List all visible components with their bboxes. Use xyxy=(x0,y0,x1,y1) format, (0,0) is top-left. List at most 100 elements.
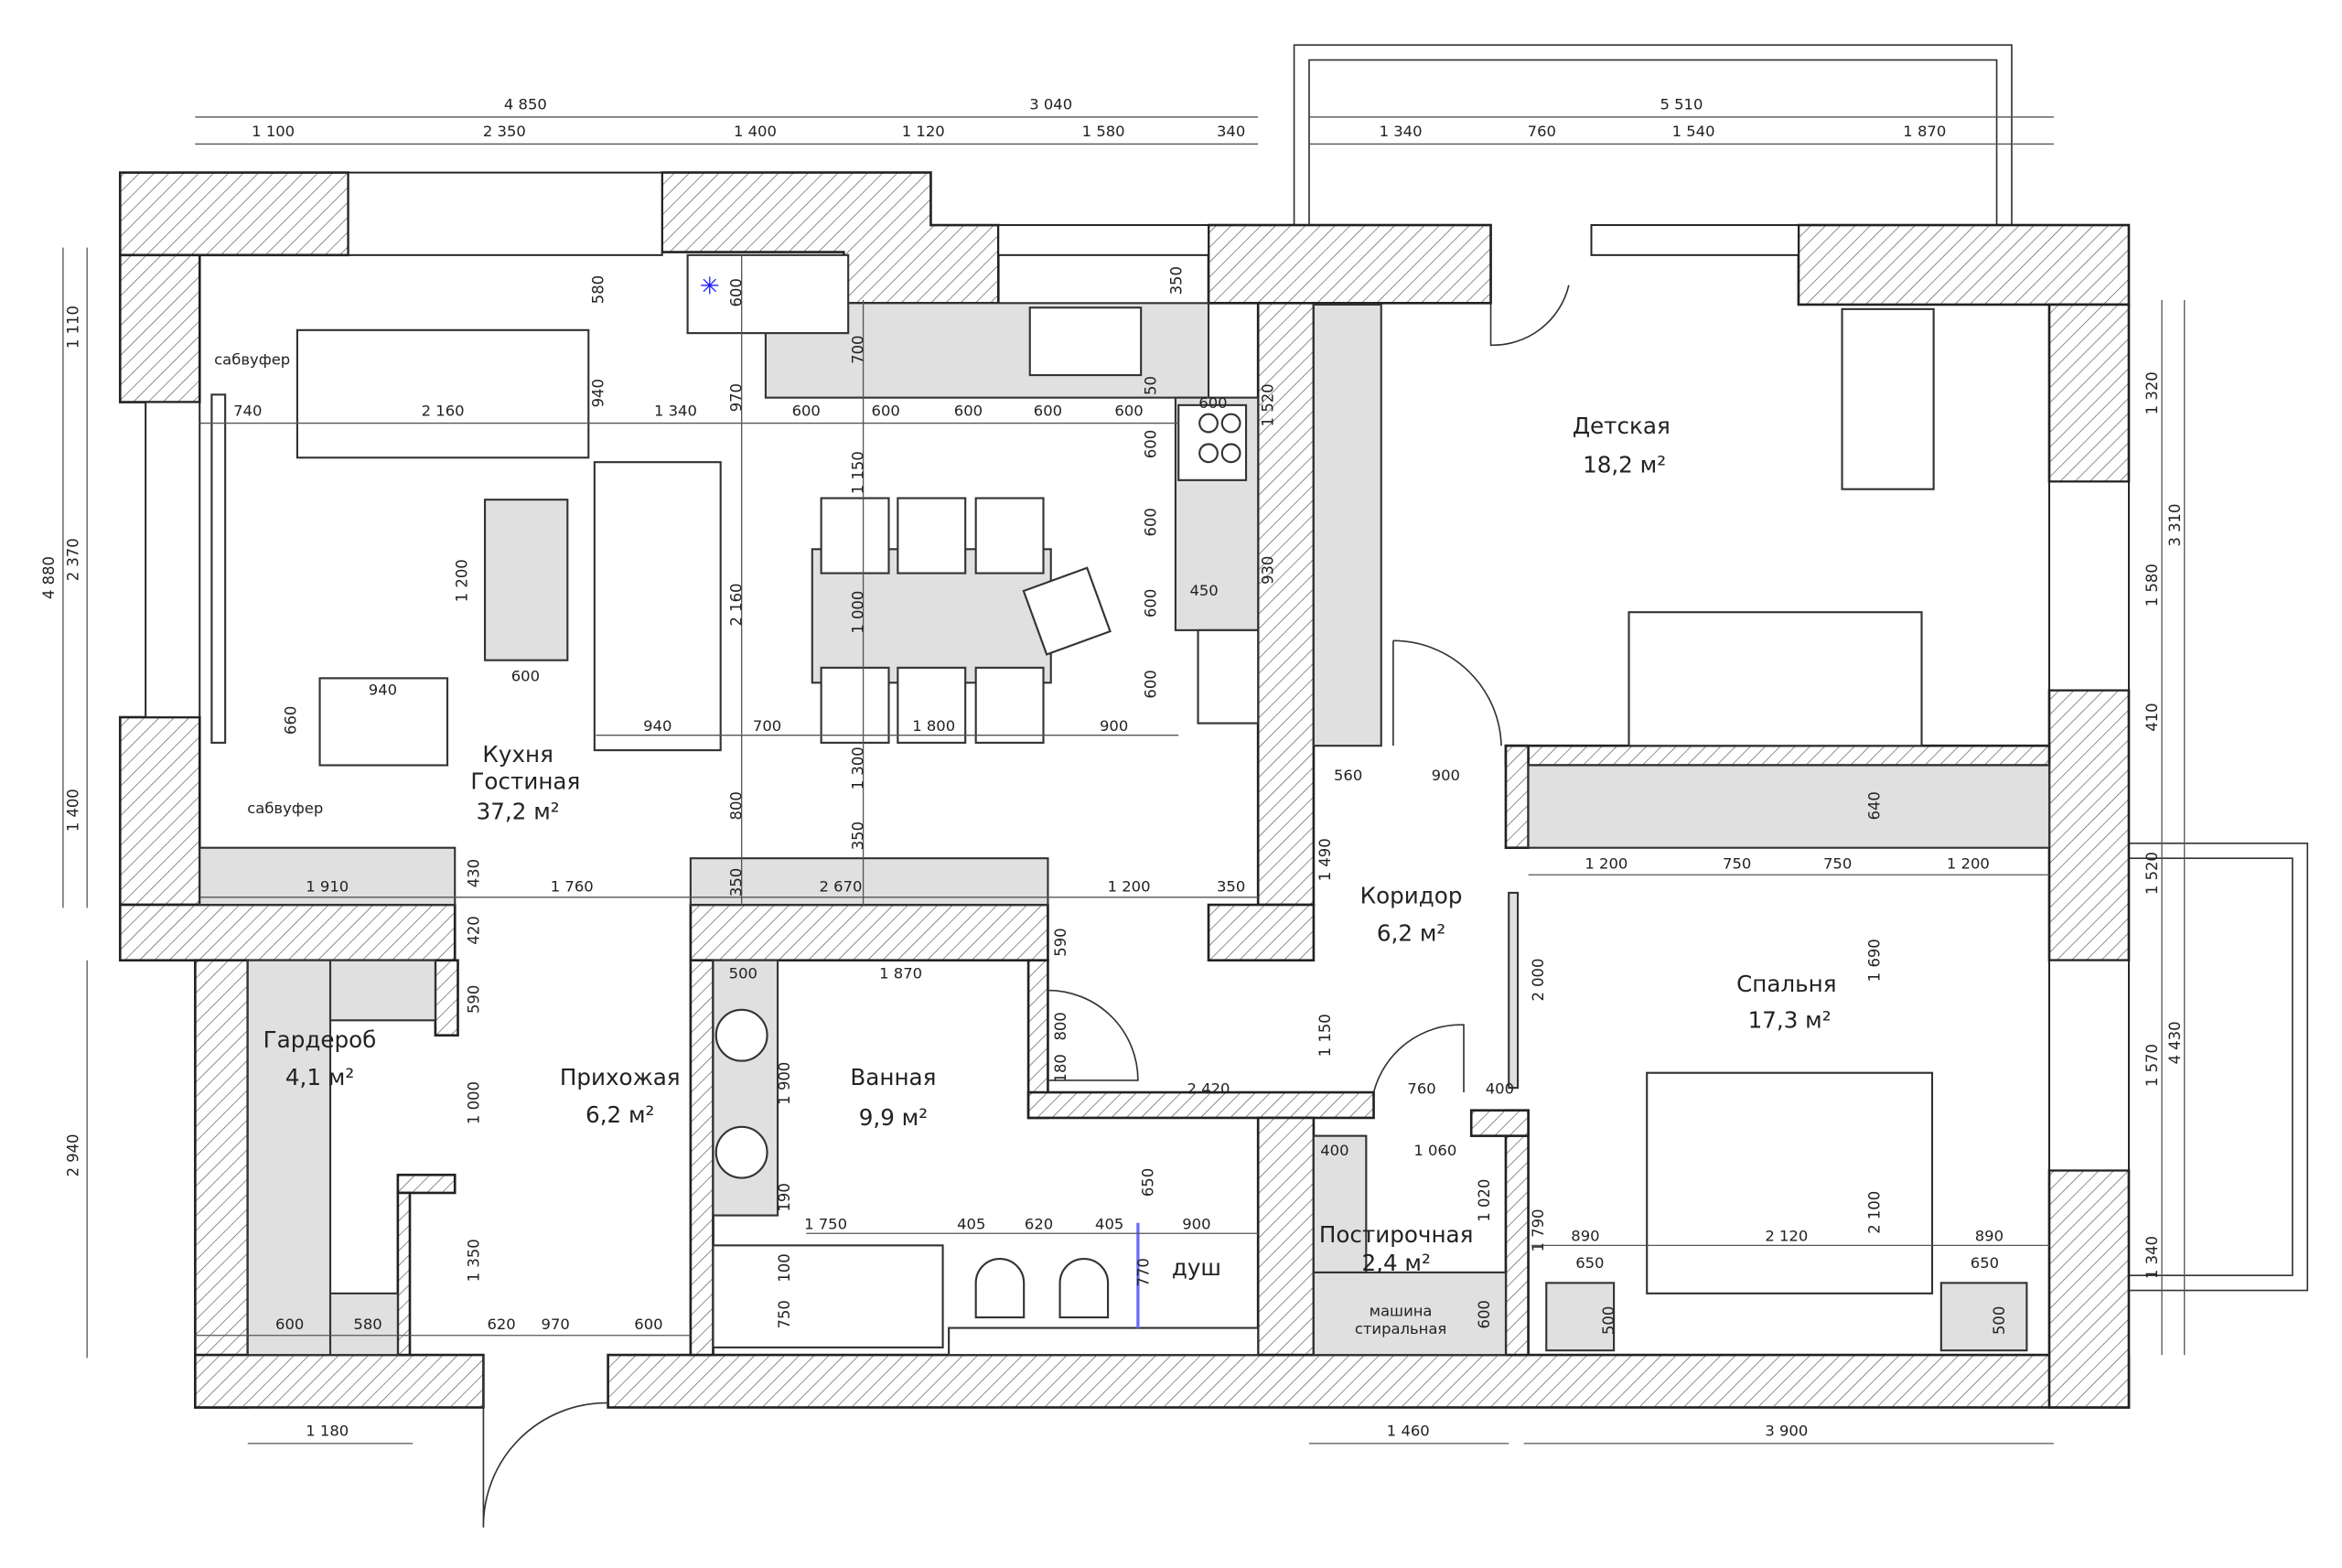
boiler-marker-icon: ✳ xyxy=(700,273,720,300)
dimension-label: 650 xyxy=(1575,1254,1604,1272)
wall-segment xyxy=(689,959,714,1357)
room-name-wardrobe: Гардероб xyxy=(263,1026,377,1053)
shower-label: душ xyxy=(1172,1254,1221,1281)
chair xyxy=(820,666,890,744)
dimension-label: 800 xyxy=(728,791,746,820)
doors xyxy=(482,285,1570,1528)
dimension-label: 1 060 xyxy=(1413,1142,1456,1159)
toilet xyxy=(1058,1258,1110,1319)
entrance-door xyxy=(482,1355,608,1528)
walls xyxy=(118,171,2131,1409)
dimension-label: 700 xyxy=(753,717,781,735)
dimension-label: 560 xyxy=(1334,767,1362,784)
dimension-label: 50 xyxy=(1143,376,1160,395)
wall-segment xyxy=(2047,1169,2131,1409)
laundry-shelf xyxy=(1312,1134,1368,1273)
room-area-kitchen-living: 37,2 м² xyxy=(477,799,560,825)
dimension-label: 400 xyxy=(1486,1080,1514,1098)
wall-segment xyxy=(118,253,201,403)
room-area-laundry: 2,4 м² xyxy=(1361,1250,1430,1276)
dimension-label: 900 xyxy=(1432,767,1460,784)
dimension-label: 1 750 xyxy=(804,1215,847,1232)
dimension-label: 750 xyxy=(1723,855,1751,873)
chair xyxy=(897,666,967,744)
window xyxy=(347,171,663,256)
dimension-label: 2 420 xyxy=(1187,1080,1230,1098)
dimension-label: 1 490 xyxy=(1316,838,1334,881)
dimension-label: 890 xyxy=(1571,1227,1599,1244)
dimension-label: 600 xyxy=(634,1316,662,1333)
dimension-label: 600 xyxy=(1143,508,1160,536)
room-area-wardrobe: 4,1 м² xyxy=(285,1064,354,1090)
dimension-label: 600 xyxy=(1034,402,1062,419)
dimension-label: 1 570 xyxy=(2143,1044,2161,1087)
nightstand xyxy=(1545,1282,1616,1352)
dimension-label: 620 xyxy=(1025,1215,1053,1232)
room-area-hallway: 6,2 м² xyxy=(586,1101,654,1128)
bath-shelf xyxy=(948,1326,1260,1357)
wall-segment xyxy=(689,903,1049,962)
dimension-label: 600 xyxy=(792,402,821,419)
room-name-bedroom: Спальня xyxy=(1736,971,1836,997)
wall-segment xyxy=(2047,303,2131,483)
wall-segment xyxy=(1026,1090,1375,1120)
dimension-label: 100 xyxy=(776,1253,793,1282)
dimension-label: 5 510 xyxy=(1660,96,1703,113)
dimension-label: 600 xyxy=(1114,402,1143,419)
dimension-label: 1 000 xyxy=(850,591,867,634)
washing-machine-label-1: машина xyxy=(1370,1302,1433,1319)
wall-segment xyxy=(194,959,250,1409)
window xyxy=(997,224,1210,256)
nightstand xyxy=(1939,1282,2028,1352)
wall-segment xyxy=(118,715,201,907)
dimension-label: 660 xyxy=(282,706,299,735)
wall-segment xyxy=(1797,223,2131,306)
dimension-label: 350 xyxy=(850,822,867,850)
wall-segment xyxy=(434,959,459,1037)
burner xyxy=(1198,443,1219,464)
dimension-label: 1 000 xyxy=(465,1081,482,1124)
room-name-laundry: Постирочная xyxy=(1319,1221,1474,1248)
dimension-label: 2 000 xyxy=(1530,959,1547,1002)
dimension-label: 340 xyxy=(1217,123,1245,140)
bath-door xyxy=(1047,989,1139,1081)
dimension-label: 1 110 xyxy=(64,306,81,349)
dimension-label: 1 020 xyxy=(1476,1179,1493,1222)
balcony-door xyxy=(1489,285,1570,347)
room-labels: Кухня Гостиная 37,2 м² Детская 18,2 м² К… xyxy=(214,351,1836,1338)
wardrobe-shelving xyxy=(246,959,332,1357)
dimension-label: 4 850 xyxy=(504,96,547,113)
coffee-table xyxy=(483,499,569,661)
dimension-label: 1 760 xyxy=(551,877,594,895)
dimension-label: 600 xyxy=(275,1316,304,1333)
dimension-label: 500 xyxy=(1991,1306,2008,1335)
dimension-label: 2 100 xyxy=(1866,1191,1884,1234)
room-name-kitchen: Кухня xyxy=(482,741,553,768)
furniture: ✳ xyxy=(199,253,2051,1357)
window xyxy=(1590,224,1799,256)
dimension-label: 190 xyxy=(776,1183,793,1211)
dimension-label: 1 400 xyxy=(734,123,777,140)
boiler-cabinet xyxy=(686,253,850,335)
dimension-label: 1 300 xyxy=(850,746,867,789)
dimension-label: 1 150 xyxy=(1316,1014,1334,1057)
dimension-label: 1 870 xyxy=(879,964,922,982)
dimension-label: 750 xyxy=(776,1300,793,1328)
wall-segment xyxy=(396,1173,457,1195)
dimension-label: 760 xyxy=(1407,1080,1435,1098)
wall-segment xyxy=(118,903,457,962)
room-area-bedroom: 17,3 м² xyxy=(1748,1007,1832,1034)
dimension-label: 350 xyxy=(728,868,746,897)
dimension-label: 1 150 xyxy=(850,451,867,494)
wall-segment xyxy=(1504,744,2051,767)
dimension-label: 1 910 xyxy=(306,877,349,895)
dimension-label: 2 370 xyxy=(64,538,81,581)
dimension-label: 970 xyxy=(728,383,746,412)
dimension-label: 1 790 xyxy=(1530,1208,1547,1251)
washing-machine-label-2: стиральная xyxy=(1355,1320,1446,1337)
dimension-label: 350 xyxy=(1217,877,1245,895)
dimension-label: 930 xyxy=(1260,556,1277,585)
room-name-bathroom: Ванная xyxy=(850,1064,936,1090)
dimension-label: 350 xyxy=(1167,266,1185,295)
